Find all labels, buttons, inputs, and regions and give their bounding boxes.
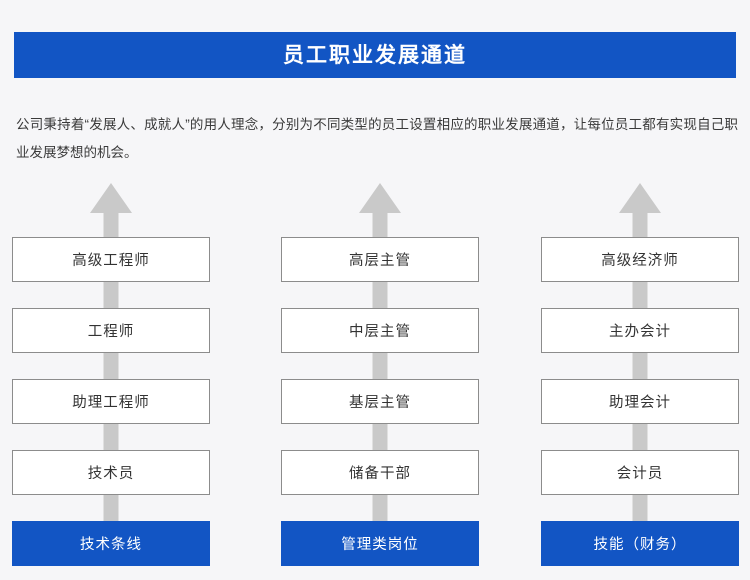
career-level-node[interactable]: 工程师 <box>12 308 210 353</box>
career-column-technical-track: 高级工程师 工程师 助理工程师 技术员 技术条线 <box>12 175 210 575</box>
arrow-head-shape <box>359 183 401 213</box>
page-title: 员工职业发展通道 <box>283 43 467 67</box>
arrow-head-shape <box>90 183 132 213</box>
career-level-node[interactable]: 会计员 <box>541 450 739 495</box>
career-track-base-label[interactable]: 技能（财务） <box>541 521 739 566</box>
career-track-columns: 高级工程师 工程师 助理工程师 技术员 技术条线 高层主管 中层主管 基层主管 … <box>0 175 750 575</box>
career-level-stack: 高级工程师 工程师 助理工程师 技术员 技术条线 <box>12 237 210 566</box>
career-track-base-label[interactable]: 技术条线 <box>12 521 210 566</box>
career-level-node[interactable]: 助理工程师 <box>12 379 210 424</box>
career-level-node[interactable]: 助理会计 <box>541 379 739 424</box>
career-column-finance-skill-track: 高级经济师 主办会计 助理会计 会计员 技能（财务） <box>541 175 739 575</box>
career-level-node[interactable]: 主办会计 <box>541 308 739 353</box>
arrow-head-shape <box>619 183 661 213</box>
career-level-node[interactable]: 高层主管 <box>281 237 479 282</box>
career-level-node[interactable]: 中层主管 <box>281 308 479 353</box>
career-level-node[interactable]: 技术员 <box>12 450 210 495</box>
career-level-node[interactable]: 储备干部 <box>281 450 479 495</box>
career-level-stack: 高层主管 中层主管 基层主管 储备干部 管理类岗位 <box>281 237 479 566</box>
career-track-base-label[interactable]: 管理类岗位 <box>281 521 479 566</box>
career-level-node[interactable]: 高级经济师 <box>541 237 739 282</box>
intro-paragraph: 公司秉持着“发展人、成就人”的用人理念，分别为不同类型的员工设置相应的职业发展通… <box>16 116 738 160</box>
career-column-management-track: 高层主管 中层主管 基层主管 储备干部 管理类岗位 <box>281 175 479 575</box>
title-banner: 员工职业发展通道 <box>14 32 736 78</box>
career-level-stack: 高级经济师 主办会计 助理会计 会计员 技能（财务） <box>541 237 739 566</box>
career-level-node[interactable]: 高级工程师 <box>12 237 210 282</box>
career-level-node[interactable]: 基层主管 <box>281 379 479 424</box>
